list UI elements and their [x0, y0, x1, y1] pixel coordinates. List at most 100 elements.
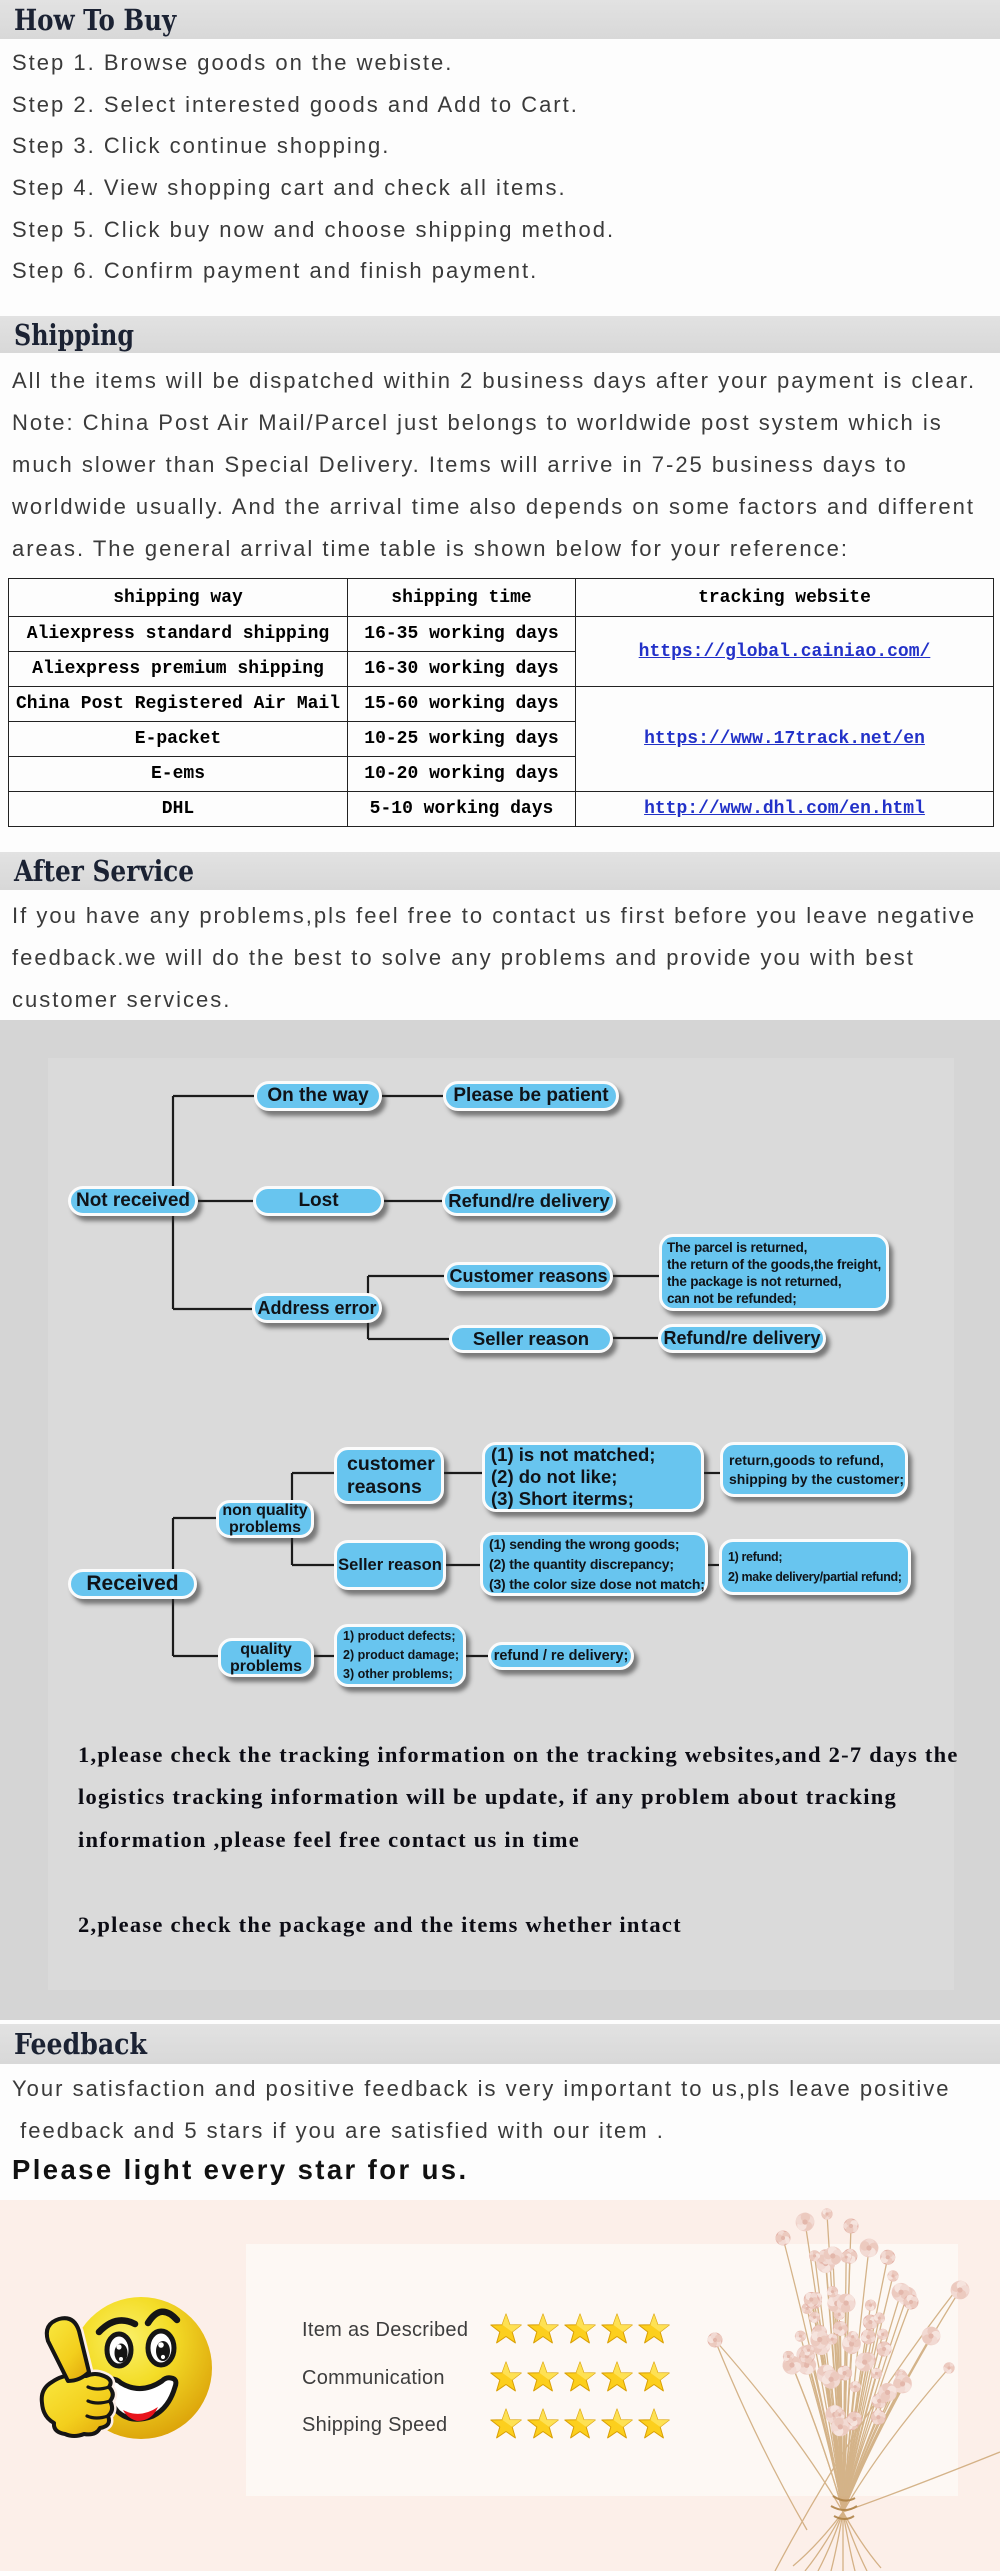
star-icon [564, 2361, 596, 2392]
tracking-note-line: information ,please feel free contact us… [78, 1827, 580, 1852]
flow-node-customer-reasons-2: customer reasons [334, 1447, 444, 1504]
how-to-buy-step-4: Step 4. View shopping cart and check all… [12, 175, 567, 200]
cell-shipping-time: 15-60 working days [347, 686, 576, 722]
table-row: E-ems 10-20 working days [8, 756, 994, 792]
star-icon [601, 2313, 633, 2344]
flow-node-parcel-returned-note: The parcel is returned, the return of th… [659, 1234, 889, 1311]
how-to-buy-step-3: Step 3. Click continue shopping. [12, 133, 391, 158]
flow-node-on-the-way: On the way [254, 1081, 382, 1111]
flow-node-lost: Lost [253, 1186, 384, 1216]
how-to-buy-step-5: Step 5. Click buy now and choose shippin… [12, 217, 616, 242]
tracking-note-line: 1,please check the tracking information … [78, 1742, 959, 1767]
flow-node-refund-note: 1) refund; 2) make delivery/partial refu… [719, 1539, 911, 1595]
smiley-thumbs-up-icon [37, 2297, 212, 2441]
star-icon [601, 2361, 633, 2392]
how-to-buy-step-1: Step 1. Browse goods on the webiste. [12, 50, 454, 75]
rating-stars-item-as-described [489, 2313, 671, 2347]
shipping-paragraph-line: Note: China Post Air Mail/Parcel just be… [12, 410, 943, 435]
after-service-paragraph-line: feedback.we will do the best to solve an… [12, 945, 915, 970]
flowchart-connector-lines [171, 1094, 720, 1658]
cell-shipping-time: 5-10 working days [347, 791, 576, 827]
section-title-how-to-buy: How To Buy [14, 2, 177, 37]
cell-shipping-time: 10-20 working days [347, 756, 576, 792]
table-header-shipping-time: shipping time [347, 578, 576, 617]
feedback-banner: Item as Described Communication Shipping… [0, 2200, 1000, 2571]
cell-shipping-way: E-ems [8, 756, 348, 792]
tracking-note-line: logistics tracking information will be u… [78, 1784, 897, 1809]
flow-node-quality-problems: quality problems [218, 1638, 314, 1677]
flow-node-seller-reason-2: Seller reason [334, 1540, 446, 1590]
feedback-highlight-line: Please light every star for us. [12, 2154, 469, 2185]
table-row: Aliexpress standard shipping 16-35 worki… [8, 616, 994, 687]
how-to-buy-step-6: Step 6. Confirm payment and finish payme… [12, 258, 539, 283]
flow-node-received: Received [68, 1569, 197, 1599]
star-icon [601, 2408, 633, 2439]
rating-stars-shipping-speed [489, 2408, 671, 2442]
shipping-table: shipping way shipping time tracking webs… [8, 578, 994, 827]
flow-node-wrong-goods-list: (1) sending the wrong goods; (2) the qua… [480, 1532, 708, 1596]
flow-node-please-be-patient: Please be patient [443, 1081, 619, 1111]
star-icon [490, 2408, 522, 2439]
star-icon [638, 2408, 670, 2439]
shipping-paragraph-line: areas. The general arrival time table is… [12, 536, 849, 561]
flow-node-address-error: Address error [252, 1293, 382, 1323]
table-row: China Post Registered Air Mail 15-60 wor… [8, 686, 994, 792]
section-header-shipping: Shipping [0, 316, 1000, 353]
cell-shipping-way: Aliexpress standard shipping [8, 616, 348, 652]
flow-node-seller-reason: Seller reason [449, 1325, 613, 1353]
package-note-line: 2,please check the package and the items… [78, 1912, 682, 1937]
cell-shipping-way: DHL [8, 791, 348, 827]
flow-node-refund-redelivery-2: Refund/re delivery [658, 1324, 826, 1353]
tracking-link-cainiao[interactable]: https://global.cainiao.com/ [638, 641, 931, 662]
section-title-shipping: Shipping [14, 317, 134, 352]
rating-label-item-as-described: Item as Described [302, 2319, 469, 2341]
rating-label-communication: Communication [302, 2367, 445, 2389]
star-icon [527, 2361, 559, 2392]
table-row: Aliexpress premium shipping 16-30 workin… [8, 651, 994, 687]
table-row: E-packet 10-25 working days [8, 721, 994, 757]
rating-label-shipping-speed: Shipping Speed [302, 2414, 448, 2436]
table-header-tracking-website: tracking website [575, 578, 994, 617]
tracking-link-17track[interactable]: https://www.17track.net/en [644, 729, 925, 749]
table-header-shipping-way: shipping way [8, 578, 348, 617]
shipping-paragraph-line: All the items will be dispatched within … [12, 368, 977, 393]
star-icon [638, 2361, 670, 2392]
star-icon [527, 2408, 559, 2439]
section-header-after-service: After Service [0, 852, 1000, 890]
after-service-flowchart: Not received On the way Please be patien… [0, 1020, 1000, 2020]
flow-node-non-quality-problems: non quality problems [216, 1500, 314, 1538]
section-header-feedback: Feedback [0, 2024, 1000, 2064]
star-icon [527, 2313, 559, 2344]
table-header-row: shipping way shipping time tracking webs… [8, 578, 994, 617]
flow-node-refund-redelivery-3: refund / re delivery; [488, 1642, 634, 1670]
feedback-paragraph-line: feedback and 5 stars if you are satisfie… [12, 2118, 665, 2143]
star-icon [490, 2361, 522, 2392]
flow-node-not-received: Not received [68, 1186, 198, 1216]
tracking-link-dhl[interactable]: http://www.dhl.com/en.html [644, 799, 925, 819]
star-icon [638, 2313, 670, 2344]
flow-node-product-defects-list: 1) product defects; 2) product damage; 3… [334, 1624, 466, 1687]
flow-node-return-goods-note: return,goods to refund, shipping by the … [720, 1442, 908, 1497]
rating-stars-communication [489, 2361, 671, 2395]
cell-shipping-way: E-packet [8, 721, 348, 757]
after-service-paragraph-line: customer services. [12, 987, 232, 1012]
shipping-paragraph-line: much slower than Special Delivery. Items… [12, 452, 908, 477]
flow-node-customer-reasons: Customer reasons [444, 1262, 613, 1291]
section-header-how-to-buy: How To Buy [0, 0, 1000, 39]
cell-shipping-time: 16-35 working days [347, 616, 576, 652]
cell-shipping-time: 16-30 working days [347, 651, 576, 687]
table-row: DHL 5-10 working days http://www.dhl.com… [8, 791, 994, 827]
feedback-paragraph-line: Your satisfaction and positive feedback … [12, 2076, 951, 2101]
shipping-paragraph-line: worldwide usually. And the arrival time … [12, 494, 975, 519]
cell-shipping-time: 10-25 working days [347, 721, 576, 757]
flowers-decoration [707, 2208, 1000, 2571]
cell-shipping-way: Aliexpress premium shipping [8, 651, 348, 687]
how-to-buy-step-2: Step 2. Select interested goods and Add … [12, 92, 579, 117]
section-title-after-service: After Service [14, 854, 195, 888]
star-icon [490, 2313, 522, 2344]
star-icon [564, 2408, 596, 2439]
section-title-feedback: Feedback [14, 2027, 147, 2061]
flow-node-refund-redelivery-1: Refund/re delivery [442, 1186, 616, 1216]
star-icon [564, 2313, 596, 2344]
